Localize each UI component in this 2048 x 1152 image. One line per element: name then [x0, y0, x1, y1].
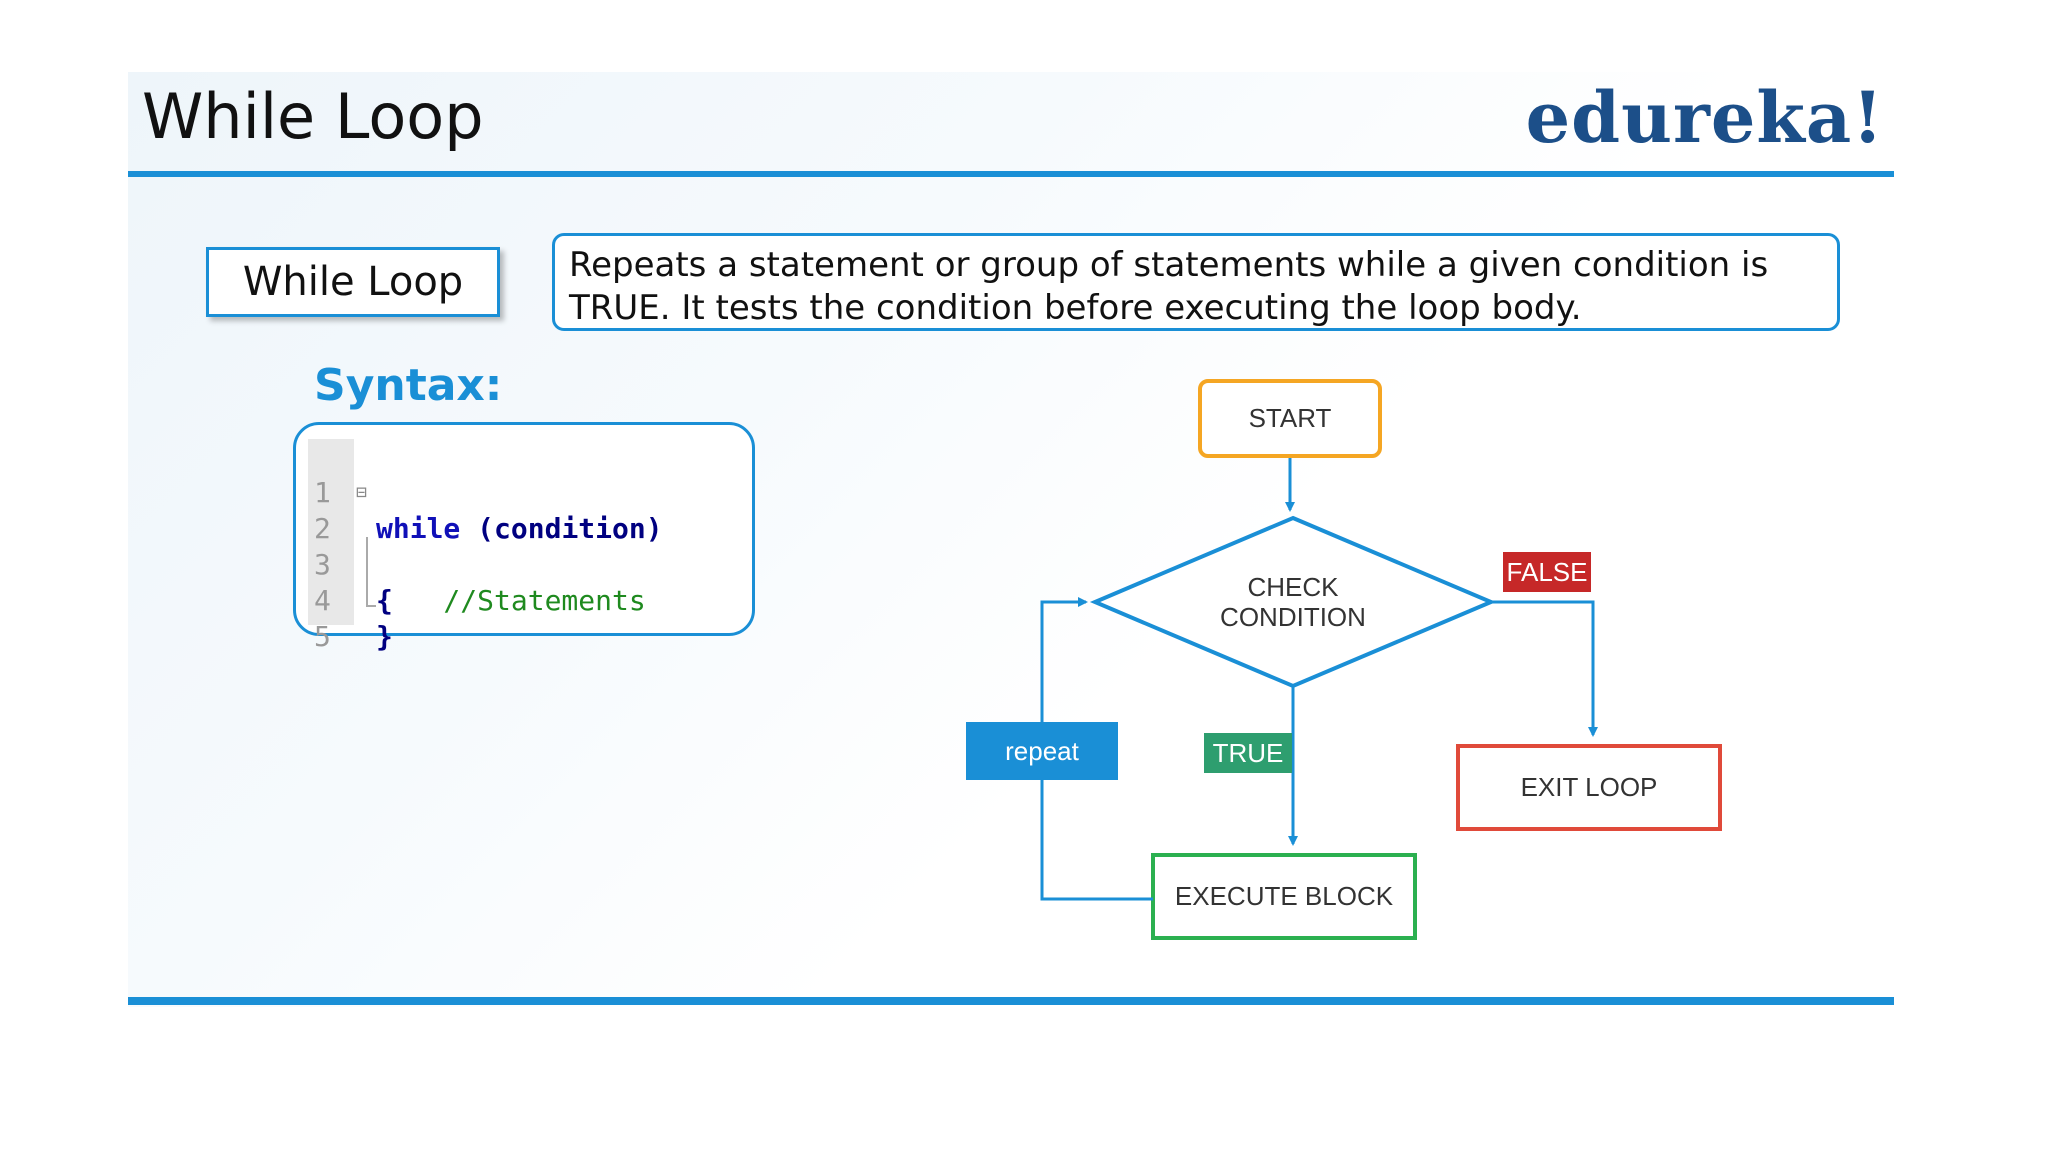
condition-label-line1: CHECK — [1247, 572, 1339, 602]
header-divider — [128, 171, 1894, 177]
code-text: { — [376, 584, 393, 617]
flowchart: START CHECK CONDITION FALSE EXIT LOOP TR… — [966, 379, 1722, 940]
code-line: 2 ⊟ { — [296, 475, 752, 617]
term-label: While Loop — [242, 259, 464, 305]
fold-guide — [366, 537, 368, 607]
code-snippet: 1 while (condition) 2 ⊟ { 3 //Statements… — [293, 422, 755, 653]
slide-title: While Loop — [142, 80, 484, 153]
repeat-label: repeat — [1005, 736, 1079, 766]
code-line: 3 //Statements — [296, 511, 752, 617]
definition-text: Repeats a statement or group of statemen… — [569, 245, 1769, 328]
line-number: 4 — [314, 584, 331, 617]
code-line: 5 — [296, 583, 752, 653]
fold-toggle-icon[interactable]: ⊟ — [356, 482, 367, 503]
line-number: 3 — [314, 548, 331, 581]
line-number: 1 — [314, 476, 331, 509]
code-line: 4 } — [296, 547, 752, 653]
true-label: TRUE — [1213, 738, 1284, 768]
exit-label: EXIT LOOP — [1521, 772, 1658, 802]
definition-box: Repeats a statement or group of statemen… — [552, 233, 1840, 331]
start-label: START — [1249, 403, 1332, 433]
false-label: FALSE — [1507, 557, 1588, 587]
edureka-logo: edureka! — [1525, 76, 1884, 159]
code-comment: //Statements — [376, 584, 646, 617]
arrow-false-to-exit — [1491, 600, 1598, 737]
line-number: 5 — [314, 620, 331, 653]
false-tag: FALSE — [1503, 552, 1591, 592]
start-node: START — [1198, 379, 1382, 458]
code-text: } — [376, 620, 393, 653]
execute-label: EXECUTE BLOCK — [1175, 881, 1394, 911]
condition-node: CHECK CONDITION — [1089, 515, 1497, 689]
term-box: While Loop — [206, 247, 500, 317]
code-text: while (condition) — [376, 511, 663, 547]
line-number: 2 — [314, 512, 331, 545]
slide: While Loop edureka! While Loop Repeats a… — [128, 72, 1894, 1007]
fold-guide-end — [366, 605, 376, 607]
exit-node: EXIT LOOP — [1456, 744, 1722, 831]
condition-label-line2: CONDITION — [1220, 602, 1366, 632]
execute-node: EXECUTE BLOCK — [1151, 853, 1417, 940]
true-tag: TRUE — [1204, 733, 1292, 773]
line-number-gutter — [308, 439, 354, 625]
code-keyword: while — [376, 512, 461, 545]
code-condition: (condition) — [477, 512, 663, 545]
code-line: 1 while (condition) — [296, 439, 752, 545]
footer-divider — [128, 997, 1894, 1005]
syntax-heading: Syntax: — [314, 360, 503, 411]
repeat-tag: repeat — [966, 722, 1118, 780]
